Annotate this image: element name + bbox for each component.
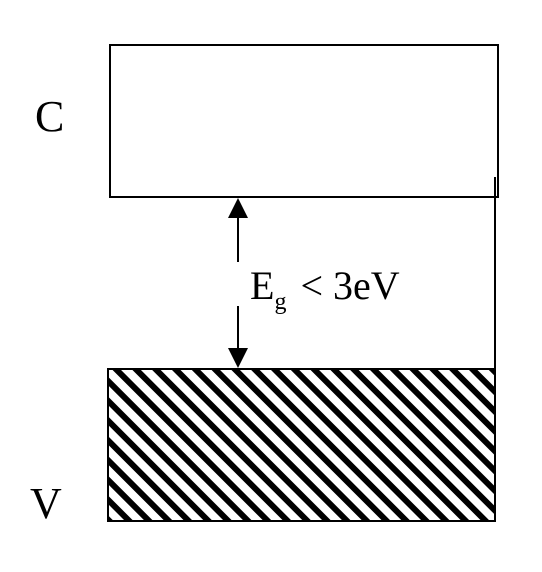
valence-band-label: V xyxy=(30,479,62,528)
arrow-up-head-icon xyxy=(228,198,248,218)
arrow-down-head-icon xyxy=(228,348,248,368)
conduction-band-label: C xyxy=(35,92,64,141)
band-gap-symbol: E xyxy=(250,263,274,308)
valence-band xyxy=(107,368,496,522)
band-gap-label: Eg < 3eV xyxy=(250,263,400,315)
band-gap-subscript: g xyxy=(274,289,286,315)
conduction-band xyxy=(109,44,499,198)
band-gap-relation: < 3eV xyxy=(300,263,399,308)
